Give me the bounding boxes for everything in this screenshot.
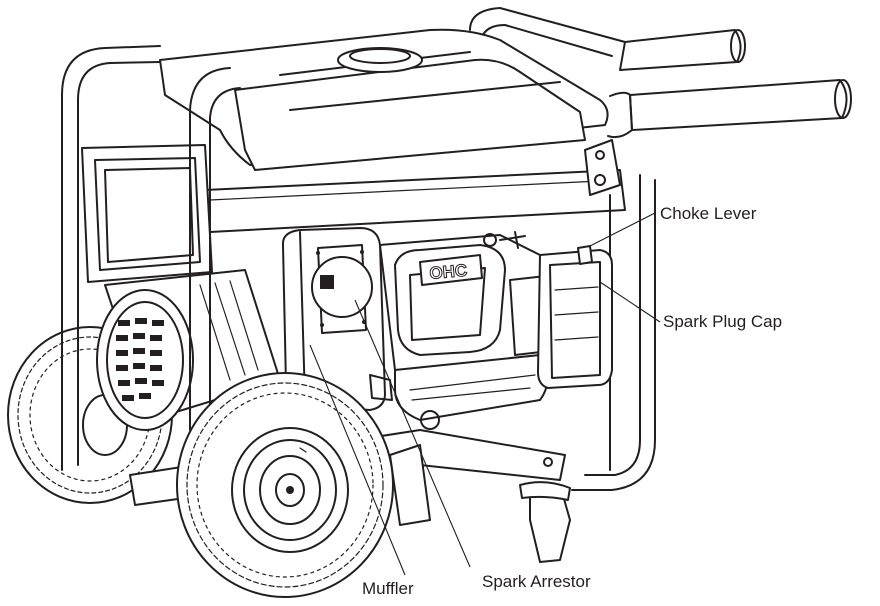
label-spark-arrestor: Spark Arrestor bbox=[482, 572, 591, 591]
frame-rear bbox=[61, 45, 656, 491]
label-choke-lever: Choke Lever bbox=[660, 204, 757, 223]
leader-muffler bbox=[309, 344, 406, 576]
muffler bbox=[281, 227, 393, 411]
air-filter bbox=[509, 245, 613, 389]
leader-choke-lever bbox=[587, 212, 656, 248]
leader-lines bbox=[309, 212, 661, 576]
label-spark-plug-cap: Spark Plug Cap bbox=[663, 312, 783, 331]
alternator bbox=[96, 269, 281, 431]
leader-spark-plug-cap bbox=[599, 281, 661, 323]
label-muffler: Muffler bbox=[362, 579, 414, 598]
handles bbox=[469, 7, 852, 139]
frame-crossbar bbox=[204, 139, 626, 233]
front-wheel bbox=[176, 372, 394, 598]
control-panel bbox=[81, 144, 213, 283]
engine bbox=[379, 231, 549, 430]
fuel-tank bbox=[159, 28, 609, 171]
valve-cover-text: OHC bbox=[429, 261, 468, 283]
leader-spark-arrestor bbox=[354, 299, 471, 568]
